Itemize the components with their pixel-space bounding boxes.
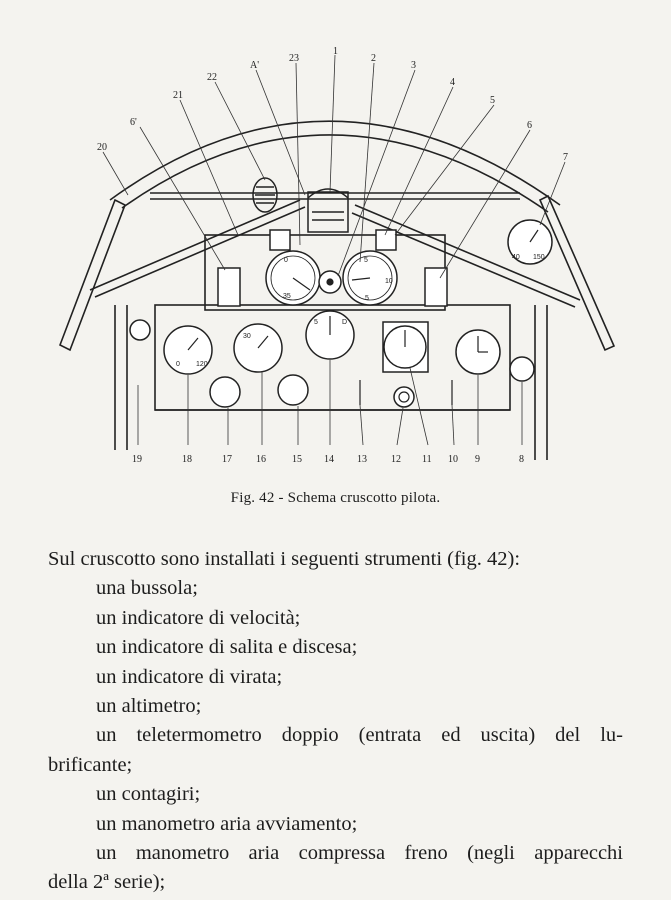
instrument-list-text: Sul cruscotto sono installati i seguenti…: [48, 545, 623, 898]
list-item: un indicatore di velocità;: [96, 606, 301, 629]
svg-text:30: 30: [243, 333, 251, 340]
label-14: 14: [324, 454, 334, 465]
label-19: 19: [132, 454, 142, 465]
svg-text:150: 150: [533, 254, 545, 261]
right-strut: [351, 204, 581, 308]
svg-text:5: 5: [365, 295, 369, 302]
label-9: 9: [475, 454, 480, 465]
svg-text:120: 120: [196, 361, 208, 368]
left-pillar: [58, 198, 127, 352]
button-12: [393, 386, 415, 408]
right-switch-box: [424, 267, 448, 307]
list-item-freno-cont: della 2ª serie);: [48, 871, 166, 894]
compass-housing: [307, 188, 349, 233]
list-item: una bussola;: [96, 577, 198, 600]
label-15: 15: [292, 454, 302, 465]
list-item: un indicatore di salita e discesa;: [96, 636, 358, 659]
right-pillar: [538, 194, 616, 352]
label-1: 1: [333, 46, 338, 57]
label-a-prime: A': [250, 60, 259, 71]
label-6-prime: 6': [130, 117, 137, 128]
small-gauge-8: [509, 356, 535, 382]
svg-text:5: 5: [364, 257, 368, 264]
label-11: 11: [422, 454, 432, 465]
gauge-15: [277, 374, 309, 406]
svg-text:D: D: [342, 319, 347, 326]
label-17: 17: [222, 454, 232, 465]
list-item-teletermometro: un teletermometro doppio (entrata ed usc…: [96, 724, 623, 747]
list-item: un indicatore di virata;: [96, 665, 283, 688]
label-6: 6: [527, 120, 532, 131]
list-item: un altimetro;: [96, 695, 202, 718]
label-22: 22: [207, 72, 217, 83]
svg-text:35: 35: [283, 293, 291, 300]
filter-canister: [252, 177, 278, 213]
gauge-17: [209, 376, 241, 408]
label-3: 3: [411, 60, 416, 71]
svg-text:40: 40: [512, 254, 520, 261]
intro-paragraph: Sul cruscotto sono installati i seguenti…: [48, 548, 521, 570]
svg-text:10: 10: [385, 278, 393, 285]
label-23: 23: [289, 53, 299, 64]
lever-19: [129, 319, 151, 341]
list-item: un contagiri;: [96, 783, 201, 806]
list-item-teletermometro-cont: brificante;: [48, 753, 133, 776]
label-20: 20: [97, 142, 107, 153]
label-13: 13: [357, 454, 367, 465]
left-switch-box: [217, 267, 241, 307]
svg-text:0: 0: [284, 257, 288, 264]
svg-text:0: 0: [176, 361, 180, 368]
windshield-arch-inner: [121, 134, 549, 213]
list-item-freno: un manometro aria compressa freno (negli…: [96, 842, 623, 865]
left-strut: [89, 199, 306, 298]
label-18: 18: [182, 454, 192, 465]
list-item: un manometro aria avviamento;: [96, 812, 358, 835]
svg-text:5: 5: [314, 319, 318, 326]
label-10: 10: [448, 454, 458, 465]
label-12: 12: [391, 454, 401, 465]
label-5: 5: [490, 95, 495, 106]
label-7: 7: [563, 152, 568, 163]
figure-caption: Fig. 42 - Schema cruscotto pilota.: [230, 490, 441, 506]
label-16: 16: [256, 454, 266, 465]
label-4: 4: [450, 77, 455, 88]
label-2: 2: [371, 53, 376, 64]
label-8: 8: [519, 454, 524, 465]
label-21: 21: [173, 90, 183, 101]
